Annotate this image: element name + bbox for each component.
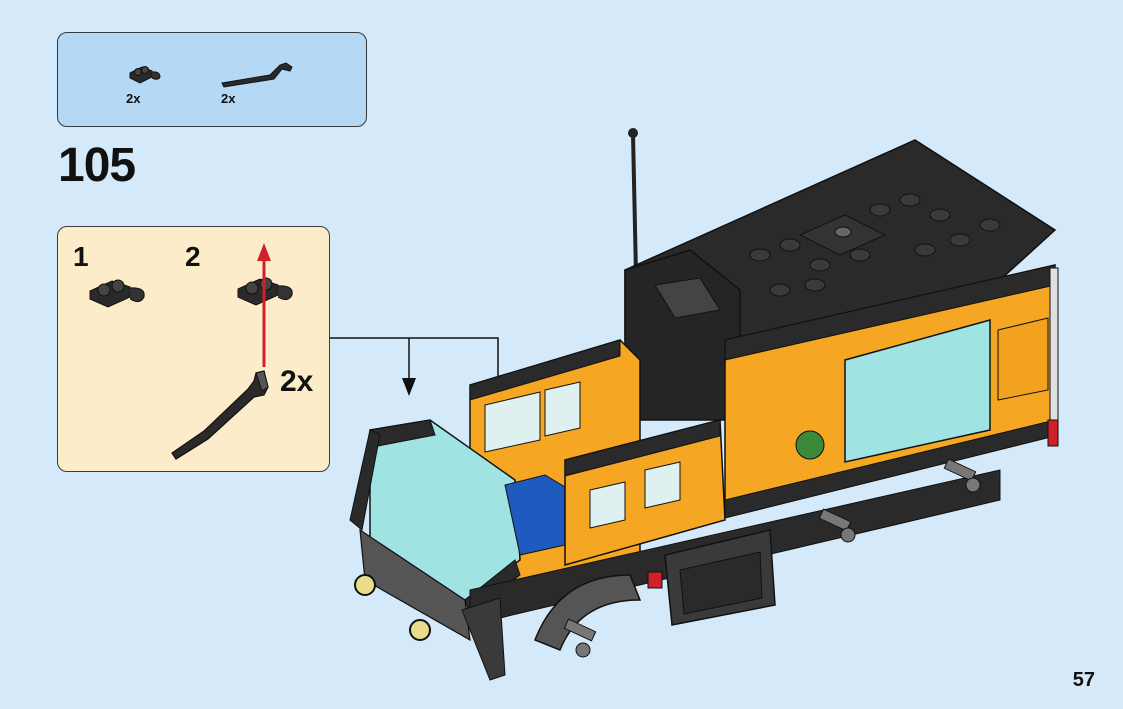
page-number: 57 xyxy=(1073,669,1095,692)
